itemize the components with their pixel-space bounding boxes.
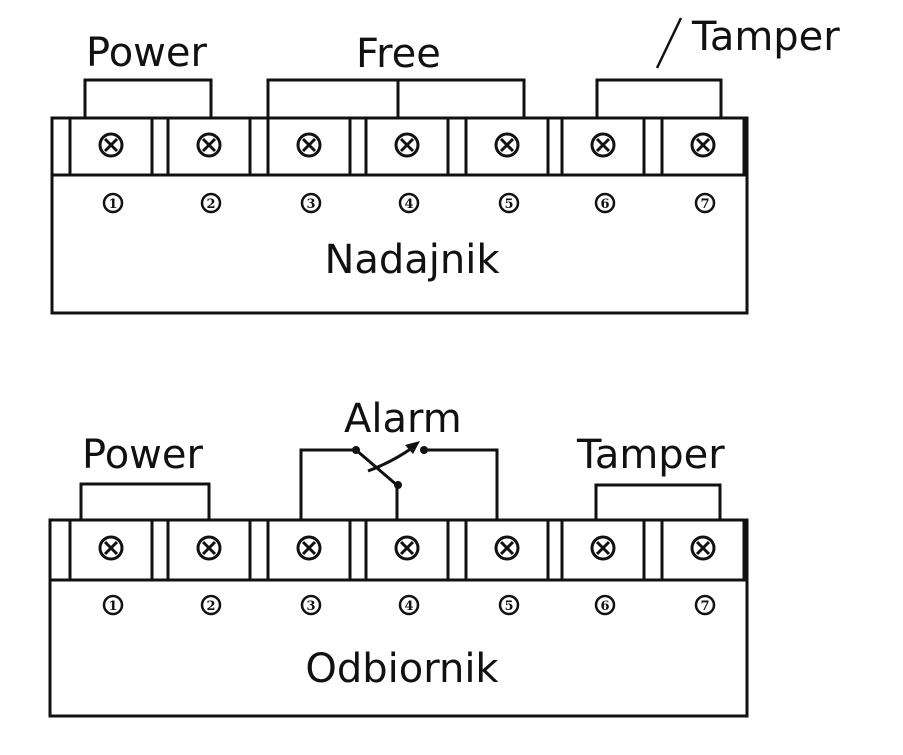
- terminal-2: 2: [166, 520, 252, 616]
- terminal-number: 6: [600, 599, 609, 614]
- alarm-relay-switch: [299, 441, 499, 520]
- terminal-2: 2: [166, 118, 252, 214]
- terminal-number: 1: [108, 599, 117, 614]
- terminal-4: 4: [364, 520, 450, 616]
- screw-cross: [301, 137, 317, 153]
- power-label: Power: [86, 30, 207, 76]
- terminal-number-circle: [498, 192, 520, 214]
- screw-cross: [399, 137, 415, 153]
- screw-icon: [394, 535, 420, 561]
- terminal-3: 3: [266, 118, 352, 214]
- screw-icon: [590, 132, 616, 158]
- terminal-number-circle: [398, 594, 420, 616]
- terminal-6: 6: [560, 520, 646, 616]
- receiver-title: Odbiornik: [305, 646, 499, 692]
- terminal-number-circle: [694, 192, 716, 214]
- screw-cross: [201, 137, 217, 153]
- terminal-number-circle: [594, 594, 616, 616]
- power-label: Power: [82, 432, 203, 478]
- terminal-number-circle: [398, 192, 420, 214]
- receiver-terminals: 1 2 3 4 5 6 7: [68, 520, 746, 616]
- terminal-number: 3: [306, 599, 315, 614]
- terminal-1: 1: [68, 520, 154, 616]
- contact-dot: [394, 481, 402, 489]
- tamper-bracket: [594, 483, 722, 520]
- terminal-7: 7: [660, 520, 746, 616]
- terminal-number: 7: [700, 197, 709, 212]
- screw-cross: [695, 137, 711, 153]
- alarm-wire-no: [425, 448, 499, 520]
- terminal-5: 5: [464, 118, 550, 214]
- power-bracket: [83, 78, 213, 118]
- screw-cross: [499, 540, 515, 556]
- terminal-3: 3: [266, 520, 352, 616]
- transmitter-terminals: 1 2 3 4 5 6 7: [68, 118, 746, 214]
- terminal-number-circle: [102, 192, 124, 214]
- free-label: Free: [356, 31, 441, 77]
- tamper-label: Tamper: [691, 14, 840, 60]
- terminal-number-circle: [102, 594, 124, 616]
- alarm-label: Alarm: [344, 396, 462, 442]
- terminal-number: 5: [504, 197, 513, 212]
- screw-icon: [590, 535, 616, 561]
- screw-icon: [296, 132, 322, 158]
- switch-arrow-head: [405, 441, 420, 454]
- receiver-block: 1 2 3 4 5 6 7 Power Alarm Tamper Odbiornik: [48, 396, 749, 718]
- screw-cross: [103, 137, 119, 153]
- terminal-number: 1: [108, 197, 117, 212]
- terminal-1: 1: [68, 118, 154, 214]
- terminal-number: 2: [206, 599, 215, 614]
- terminal-number-circle: [300, 594, 322, 616]
- screw-cross: [201, 540, 217, 556]
- transmitter-title: Nadajnik: [324, 237, 500, 283]
- terminal-number-circle: [498, 594, 520, 616]
- power-bracket: [79, 482, 211, 520]
- alarm-wire-nc: [299, 448, 354, 520]
- screw-cross: [499, 137, 515, 153]
- contact-dot: [420, 446, 428, 454]
- terminal-number: 5: [504, 599, 513, 614]
- screw-cross: [103, 540, 119, 556]
- terminal-number: 7: [700, 599, 709, 614]
- terminal-4: 4: [364, 118, 450, 214]
- screw-icon: [196, 132, 222, 158]
- terminal-number: 4: [404, 599, 413, 614]
- terminal-number: 4: [404, 197, 413, 212]
- screw-icon: [296, 535, 322, 561]
- tamper-bracket: [595, 78, 723, 118]
- screw-cross: [595, 540, 611, 556]
- terminal-6: 6: [560, 118, 646, 214]
- terminal-number-circle: [200, 594, 222, 616]
- screw-icon: [394, 132, 420, 158]
- screw-cross: [399, 540, 415, 556]
- tamper-leader-line: [655, 17, 683, 69]
- terminal-number: 2: [206, 197, 215, 212]
- terminal-number: 6: [600, 197, 609, 212]
- screw-icon: [98, 535, 124, 561]
- screw-icon: [196, 535, 222, 561]
- terminal-number: 3: [306, 197, 315, 212]
- screw-cross: [695, 540, 711, 556]
- terminal-number-circle: [200, 192, 222, 214]
- terminal-number-circle: [694, 594, 716, 616]
- screw-cross: [301, 540, 317, 556]
- transmitter-block: 1 2 3 4 5 6 7 Power Free Tamper Nadajnik: [50, 14, 840, 315]
- terminal-5: 5: [464, 520, 550, 616]
- terminal-number-circle: [300, 192, 322, 214]
- switch-arrow-shaft: [367, 446, 413, 473]
- screw-icon: [690, 132, 716, 158]
- terminal-number-circle: [594, 192, 616, 214]
- screw-icon: [494, 132, 520, 158]
- screw-icon: [98, 132, 124, 158]
- free-bracket: [266, 78, 526, 118]
- screw-icon: [690, 535, 716, 561]
- screw-icon: [494, 535, 520, 561]
- tamper-label: Tamper: [576, 432, 725, 478]
- screw-cross: [595, 137, 611, 153]
- terminal-7: 7: [660, 118, 746, 214]
